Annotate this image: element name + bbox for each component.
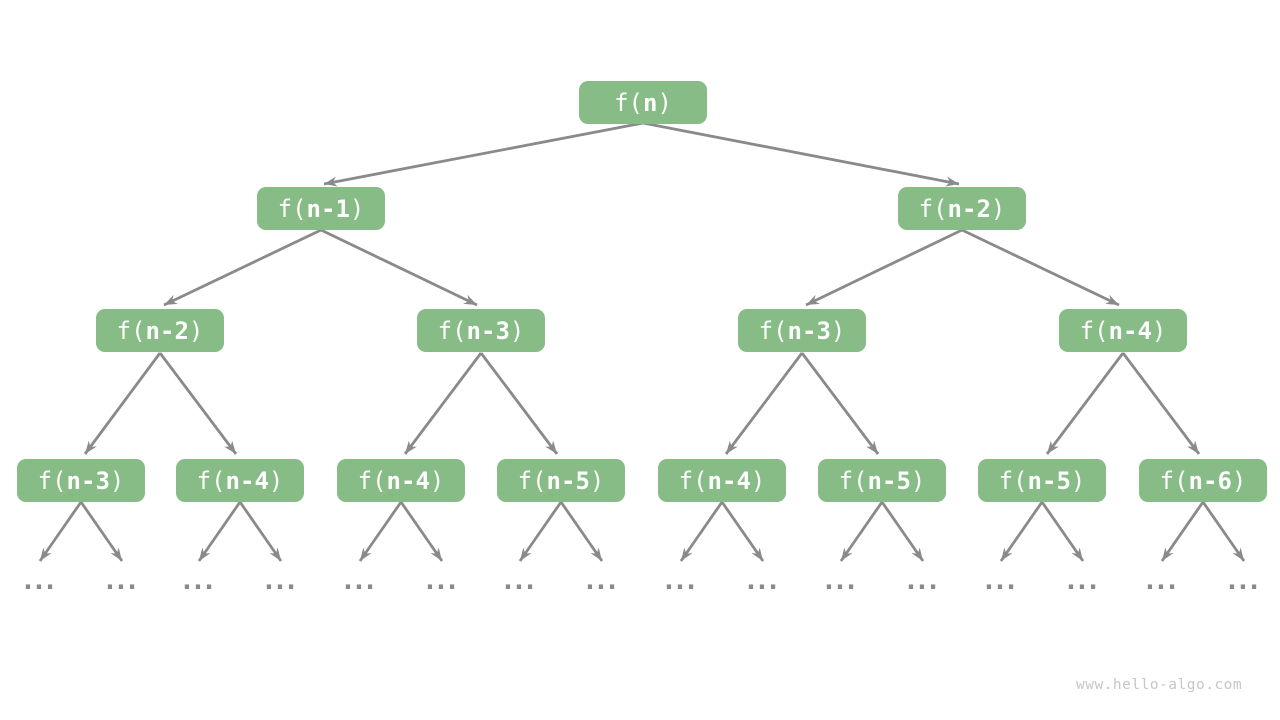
node-label-arg: n-4 — [1108, 316, 1152, 345]
ellipsis-leaf: ... — [105, 567, 139, 595]
node-label-arg: n-3 — [466, 316, 510, 345]
node-label-pre: f( — [357, 466, 387, 495]
ellipsis-leaf: ... — [1066, 567, 1100, 595]
node-label-post: ) — [1151, 316, 1167, 345]
node-label-post: ) — [990, 194, 1006, 223]
node-label-pre: f( — [1079, 316, 1109, 345]
node-label-post: ) — [910, 466, 926, 495]
ellipsis-leaf: ... — [23, 567, 57, 595]
node-label-pre: f( — [196, 466, 226, 495]
ellipsis-leaf: ... — [1227, 567, 1261, 595]
watermark-url: www.hello-algo.com — [1076, 677, 1243, 693]
tree-node-f-n-1: f(n-1) — [257, 187, 385, 230]
tree-node-f-n-2: f(n-2) — [898, 187, 1026, 230]
node-label-arg: n-6 — [1188, 466, 1232, 495]
ellipsis-leaf: ... — [824, 567, 858, 595]
tree-node-l3-6: f(n-5) — [818, 459, 946, 502]
node-label-arg: n-2 — [947, 194, 991, 223]
node-label-post: ) — [1070, 466, 1086, 495]
node-label-pre: f( — [277, 194, 307, 223]
ellipsis-leaf: ... — [746, 567, 780, 595]
tree-node-l3-1: f(n-3) — [17, 459, 145, 502]
node-label-post: ) — [109, 466, 125, 495]
node-label-pre: f( — [758, 316, 788, 345]
node-label-arg: n-1 — [306, 194, 350, 223]
node-label-arg: n-5 — [867, 466, 911, 495]
ellipsis-leaf: ... — [984, 567, 1018, 595]
node-label-pre: f( — [918, 194, 948, 223]
node-label-pre: f( — [998, 466, 1028, 495]
ellipsis-leaf: ... — [1145, 567, 1179, 595]
ellipsis-leaf: ... — [264, 567, 298, 595]
tree-node-l3-2: f(n-4) — [176, 459, 304, 502]
node-label-post: ) — [830, 316, 846, 345]
node-label-post: ) — [429, 466, 445, 495]
node-label-arg: n-5 — [546, 466, 590, 495]
tree-node-l3-4: f(n-5) — [497, 459, 625, 502]
tree-node-f-n-3-b: f(n-3) — [738, 309, 866, 352]
tree-node-l3-3: f(n-4) — [337, 459, 465, 502]
node-label-arg: n — [643, 88, 658, 117]
node-label-post: ) — [349, 194, 365, 223]
node-label-post: ) — [509, 316, 525, 345]
node-label-arg: n-4 — [386, 466, 430, 495]
tree-node-f-n: f(n) — [579, 81, 707, 124]
ellipsis-leaf: ... — [425, 567, 459, 595]
node-label-arg: n-4 — [225, 466, 269, 495]
node-label-pre: f( — [1159, 466, 1189, 495]
node-label-post: ) — [1231, 466, 1247, 495]
node-label-post: ) — [657, 88, 672, 117]
tree-node-f-n-4-right: f(n-4) — [1059, 309, 1187, 352]
node-label-pre: f( — [838, 466, 868, 495]
node-label-arg: n-3 — [787, 316, 831, 345]
node-label-arg: n-5 — [1027, 466, 1071, 495]
node-label-pre: f( — [517, 466, 547, 495]
tree-node-f-n-3-a: f(n-3) — [417, 309, 545, 352]
ellipsis-leaf: ... — [503, 567, 537, 595]
ellipsis-leaf: ... — [585, 567, 619, 595]
tree-node-f-n-2-left: f(n-2) — [96, 309, 224, 352]
node-label-arg: n-2 — [145, 316, 189, 345]
node-label-post: ) — [268, 466, 284, 495]
node-label-pre: f( — [614, 88, 643, 117]
ellipsis-leaf: ... — [906, 567, 940, 595]
node-label-post: ) — [589, 466, 605, 495]
node-label-post: ) — [188, 316, 204, 345]
node-label-arg: n-3 — [66, 466, 110, 495]
node-label-pre: f( — [116, 316, 146, 345]
node-label-pre: f( — [678, 466, 708, 495]
ellipsis-leaf: ... — [343, 567, 377, 595]
node-label-pre: f( — [37, 466, 67, 495]
node-label-arg: n-4 — [707, 466, 751, 495]
tree-node-l3-5: f(n-4) — [658, 459, 786, 502]
ellipsis-leaf: ... — [182, 567, 216, 595]
node-label-pre: f( — [437, 316, 467, 345]
ellipsis-leaf: ... — [664, 567, 698, 595]
tree-node-l3-8: f(n-6) — [1139, 459, 1267, 502]
tree-node-l3-7: f(n-5) — [978, 459, 1106, 502]
node-label-post: ) — [750, 466, 766, 495]
